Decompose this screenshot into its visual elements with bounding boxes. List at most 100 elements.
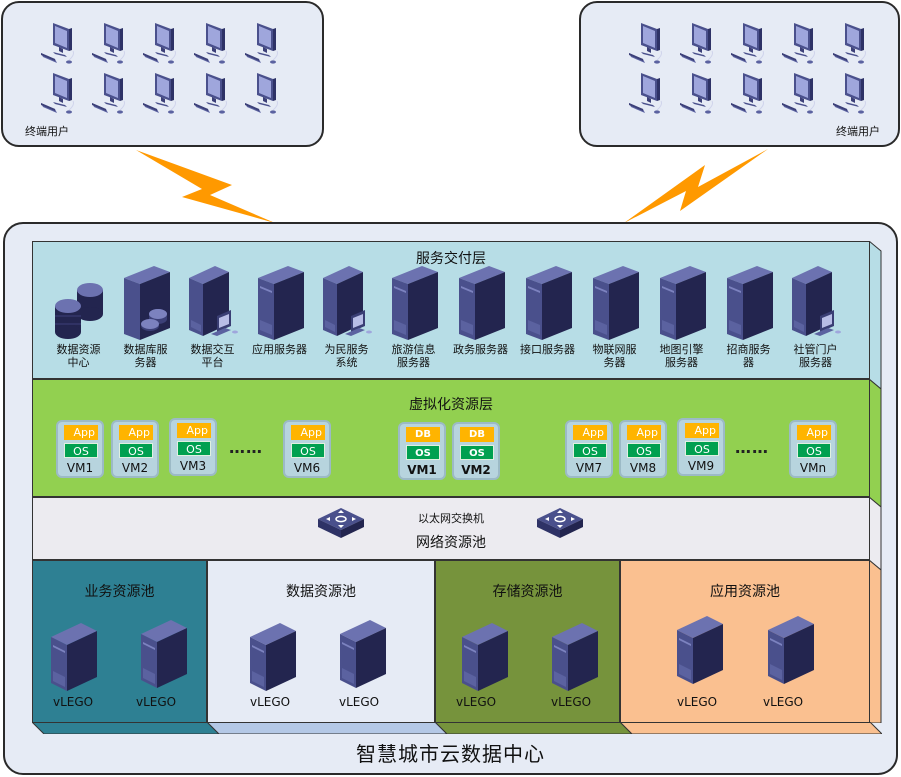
- app-badge: App: [627, 425, 661, 440]
- pc-icon: [192, 71, 236, 117]
- pc-icon: [729, 21, 773, 67]
- vm-app: App OS VM1: [56, 420, 104, 478]
- ethernet-switch-icon: [535, 506, 585, 540]
- db-badge: DB: [460, 427, 494, 442]
- pc-icon: [627, 71, 671, 117]
- pc-icon: [831, 21, 875, 67]
- server-label: vLEGO: [250, 695, 291, 709]
- vm-app: App OS VM9: [677, 418, 725, 476]
- service-item: 地图引擎 服务器: [648, 264, 715, 369]
- pc-icon: [192, 21, 236, 67]
- lightning-bolt-icon: [136, 150, 275, 223]
- service-label: 社管门户 服务器: [793, 343, 838, 369]
- service-label: 招商服务 器: [726, 343, 771, 369]
- vm-db: DB OS VM2: [452, 422, 500, 480]
- service-label: 数据库服 务器: [123, 343, 168, 369]
- app-badge: App: [797, 425, 831, 440]
- pc-icon: [780, 71, 824, 117]
- virtual-layer-title: 虚拟化资源层: [409, 397, 493, 413]
- lightning-bolt-icon: [624, 149, 768, 223]
- service-item: 应用服务器: [246, 264, 313, 369]
- terminal-users-label: 终端用户: [836, 125, 880, 138]
- os-badge: OS: [406, 445, 440, 460]
- ethernet-switch-label: 以太网交换机: [418, 512, 484, 525]
- application-resource-pool: 应用资源池 vLEGO vLEGO: [620, 560, 870, 723]
- pc-icon: [39, 71, 83, 117]
- pool-title: 应用资源池: [710, 584, 780, 600]
- server-icon: [453, 264, 509, 340]
- terminal-users-label: 终端用户: [25, 125, 69, 138]
- ellipsis: ……: [229, 438, 263, 457]
- service-item: 旅游信息 服务器: [380, 264, 447, 369]
- pc-icon: [243, 21, 287, 67]
- pc-icon: [141, 21, 185, 67]
- vm-name: VM6: [293, 461, 321, 475]
- vm-app: App OS VM8: [619, 420, 667, 478]
- business-resource-pool: 业务资源池 vLEGO vLEGO: [32, 560, 207, 723]
- service-item: 接口服务器: [514, 264, 581, 369]
- virtualization-layer: 虚拟化资源层 App OS VM1 App OS VM2 App OS VM3 …: [32, 379, 870, 497]
- service-item: 招商服务 器: [715, 264, 782, 369]
- os-badge: OS: [627, 443, 661, 458]
- server-label: vLEGO: [551, 695, 592, 709]
- vm-db: DB OS VM1: [398, 422, 446, 480]
- server-icon: [520, 264, 576, 340]
- data-center-title: 智慧城市云数据中心: [356, 742, 545, 766]
- service-item: 数据交互 平台: [179, 264, 246, 369]
- service-item: 数据库服 务器: [112, 264, 179, 369]
- server-icon: [764, 614, 816, 684]
- pc-icon: [243, 71, 287, 117]
- service-delivery-layer: 服务交付层 数据资源 中心 数据库服 务器 数据交互 平台 应用服务器 为民服务…: [32, 241, 870, 379]
- server-workstation-icon: [185, 264, 241, 340]
- os-badge: OS: [460, 445, 494, 460]
- pc-icon: [90, 71, 134, 117]
- server-icon: [336, 618, 388, 688]
- data-center-container: 服务交付层 数据资源 中心 数据库服 务器 数据交互 平台 应用服务器 为民服务…: [3, 222, 898, 775]
- service-label: 接口服务器: [520, 343, 575, 356]
- vm-name: VMn: [799, 461, 827, 475]
- vm-app: App OS VM2: [111, 420, 159, 478]
- server-label: vLEGO: [456, 695, 497, 709]
- pc-grid: [39, 21, 294, 121]
- service-item: 为民服务 系统: [313, 264, 380, 369]
- server-icon: [47, 621, 99, 691]
- pc-icon: [729, 71, 773, 117]
- data-resource-pool: 数据资源池 vLEGO vLEGO: [207, 560, 435, 723]
- database-icon: [51, 264, 107, 340]
- pool-title: 数据资源池: [286, 584, 356, 600]
- service-label: 数据资源 中心: [56, 343, 101, 369]
- vm-name: VM3: [179, 459, 207, 473]
- terminal-users-group-right: 终端用户: [579, 1, 900, 147]
- db-badge: DB: [406, 427, 440, 442]
- server-icon: [137, 618, 189, 688]
- server-icon: [458, 621, 510, 691]
- vm-name: VM8: [629, 461, 657, 475]
- server-icon: [252, 264, 308, 340]
- server-workstation-icon: [788, 264, 844, 340]
- pc-icon: [90, 21, 134, 67]
- service-label: 应用服务器: [252, 343, 307, 356]
- pc-icon: [780, 21, 824, 67]
- vm-app: App OS VM6: [283, 420, 331, 478]
- app-badge: App: [291, 425, 325, 440]
- os-badge: OS: [64, 443, 98, 458]
- server-label: vLEGO: [53, 695, 94, 709]
- vm-name: VM1: [66, 461, 94, 475]
- vm-name: VM9: [687, 459, 715, 473]
- os-badge: OS: [573, 443, 607, 458]
- vm-name: VM1: [407, 463, 437, 477]
- os-badge: OS: [685, 441, 719, 456]
- server-icon: [673, 614, 725, 684]
- os-badge: OS: [177, 441, 211, 456]
- layer-depth-face: [869, 241, 882, 723]
- service-label: 数据交互 平台: [190, 343, 235, 369]
- vm-app: App OS VMn: [789, 420, 837, 478]
- network-resource-pool-layer: 以太网交换机 网络资源池: [32, 497, 870, 560]
- pc-icon: [678, 71, 722, 117]
- server-icon: [386, 264, 442, 340]
- service-item: 社管门户 服务器: [782, 264, 849, 369]
- vm-name: VM2: [461, 463, 491, 477]
- server-workstation-icon: [319, 264, 375, 340]
- pool-title: 业务资源池: [84, 584, 155, 600]
- pc-icon: [627, 21, 671, 67]
